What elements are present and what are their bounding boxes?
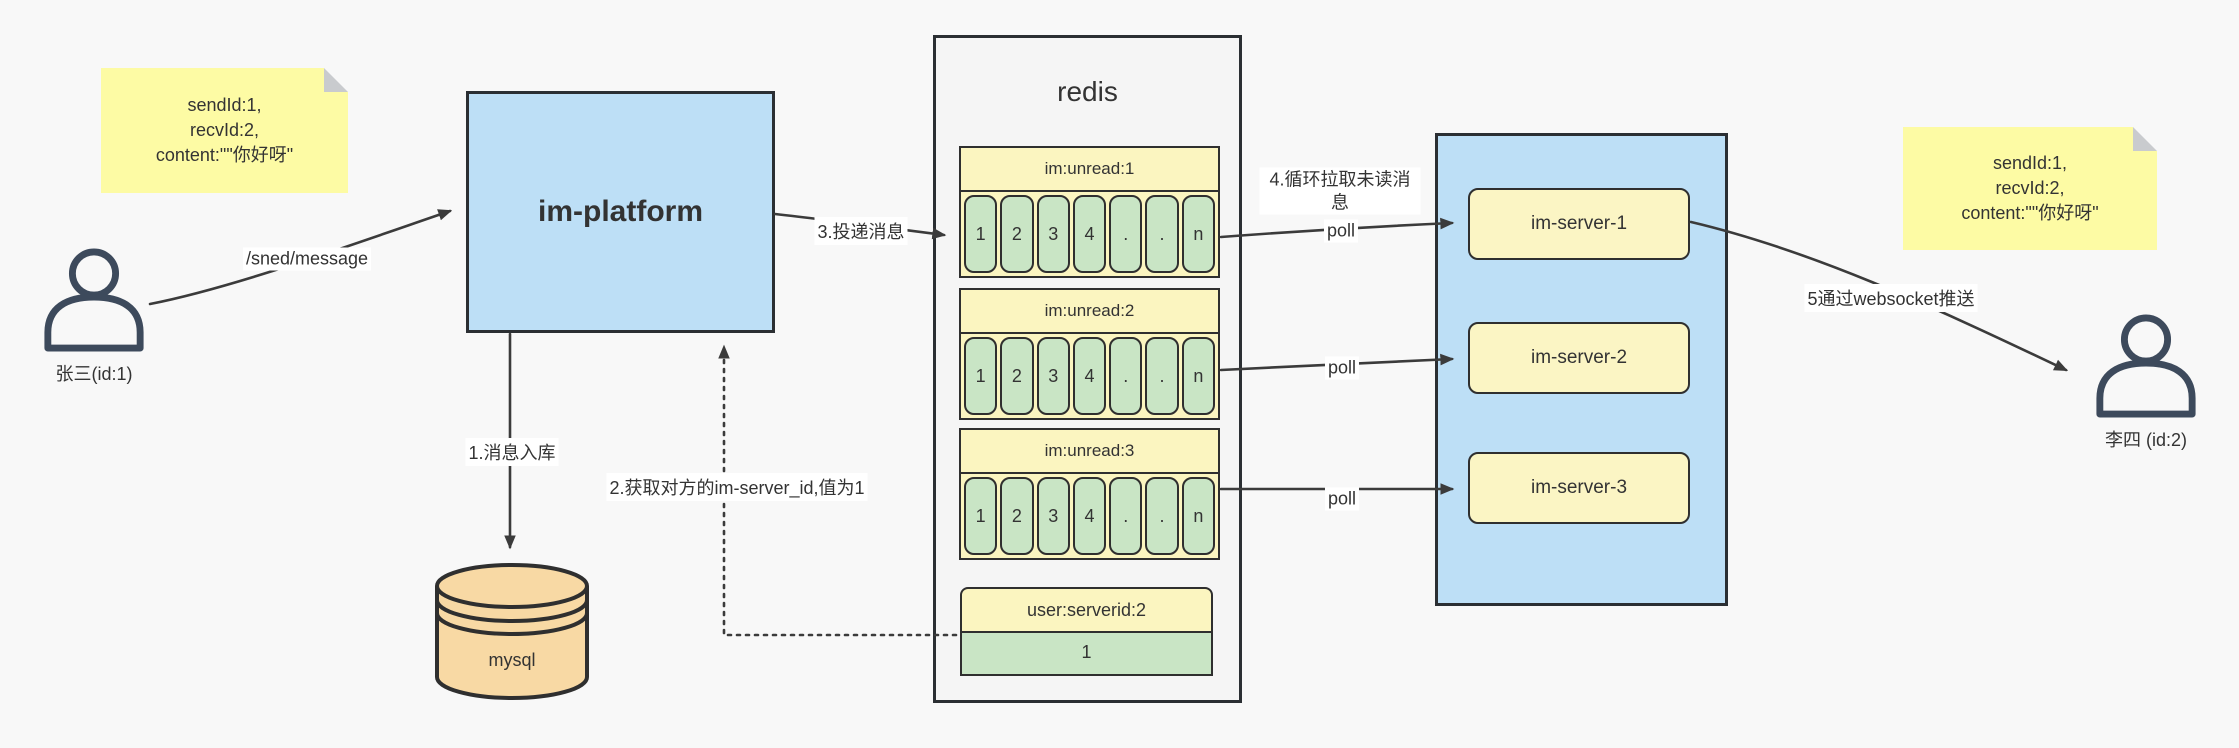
im-server-2-node: im-server-2 xyxy=(1468,322,1690,394)
sticky-note-right: sendId:1, recvId:2, content:""你好呀" xyxy=(1903,127,2157,250)
queue-cell: 2 xyxy=(1000,195,1034,273)
note-line: recvId:2, xyxy=(1995,177,2065,198)
unread-list-2: im:unread:2 1 2 3 4 . . n xyxy=(959,288,1220,420)
edge-label-step4: 4.循环拉取未读消息 xyxy=(1259,167,1421,215)
queue-cell: . xyxy=(1109,337,1143,415)
queue-cell: 4 xyxy=(1072,337,1107,415)
user-icon xyxy=(44,248,144,352)
note-line: content:""你好呀" xyxy=(1961,203,2099,224)
queue-cell: 4 xyxy=(1072,477,1107,555)
queue-cell: n xyxy=(1181,337,1215,415)
queue-cell: n xyxy=(1181,195,1215,273)
user-serverid-header: user:serverid:2 xyxy=(960,587,1213,633)
note-line: sendId:1, xyxy=(187,94,262,115)
unread-list-2-header: im:unread:2 xyxy=(961,290,1218,334)
unread-list-1: im:unread:1 1 2 3 4 . . n xyxy=(959,146,1220,278)
queue-cell: 1 xyxy=(964,337,998,415)
queue-cell: . xyxy=(1109,195,1143,273)
im-platform-label: im-platform xyxy=(538,195,703,228)
note-fold-icon xyxy=(2133,127,2157,151)
queue-cell: . xyxy=(1145,337,1179,415)
queue-cell: 4 xyxy=(1072,195,1107,273)
edge-label-send-message: /sned/message xyxy=(242,247,372,271)
im-server-3-label: im-server-3 xyxy=(1530,477,1628,498)
user-serverid-value: 1 xyxy=(960,633,1213,676)
queue-cell: 3 xyxy=(1036,337,1070,415)
unread-list-3-header: im:unread:3 xyxy=(961,430,1218,474)
queue-cell: . xyxy=(1109,477,1143,555)
queue-cell: 3 xyxy=(1036,477,1070,555)
edge-label-poll-1: poll xyxy=(1323,219,1359,243)
note-fold-icon xyxy=(324,68,348,92)
queue-cell: 1 xyxy=(964,195,998,273)
note-line: recvId:2, xyxy=(189,119,260,140)
queue-cell: 2 xyxy=(1000,337,1034,415)
queue-cell: 2 xyxy=(1000,477,1034,555)
unread-list-3: im:unread:3 1 2 3 4 . . n xyxy=(959,428,1220,560)
unread-list-1-cells: 1 2 3 4 . . n xyxy=(961,192,1218,276)
edge-label-poll-2: poll xyxy=(1324,356,1360,380)
unread-list-3-cells: 1 2 3 4 . . n xyxy=(961,474,1218,558)
queue-cell: n xyxy=(1181,477,1215,555)
im-server-cluster: im-server-1 im-server-2 im-server-3 xyxy=(1435,133,1728,606)
im-server-1-label: im-server-1 xyxy=(1530,213,1628,234)
note-line: content:""你好呀" xyxy=(155,145,294,166)
im-server-1-node: im-server-1 xyxy=(1468,188,1690,260)
unread-list-2-cells: 1 2 3 4 . . n xyxy=(961,334,1218,418)
queue-cell: 3 xyxy=(1036,195,1070,273)
actor-sender: 张三(id:1) xyxy=(38,246,150,386)
actor-receiver: 李四 (id:2) xyxy=(2088,312,2204,452)
redis-container: redis im:unread:1 1 2 3 4 . . n im:unrea… xyxy=(933,35,1242,703)
actor-sender-label: 张三(id:1) xyxy=(55,364,133,384)
edge-label-step5: 5通过websocket推送 xyxy=(1804,284,1978,312)
im-server-3-node: im-server-3 xyxy=(1468,452,1690,524)
edge-label-poll-3: poll xyxy=(1324,487,1360,511)
queue-cell: . xyxy=(1145,195,1179,273)
user-icon xyxy=(2096,314,2196,418)
actor-receiver-label: 李四 (id:2) xyxy=(2104,430,2187,450)
edge-label-step3: 3.投递消息 xyxy=(814,217,908,245)
sticky-note-left: sendId:1, recvId:2, content:""你好呀" xyxy=(101,68,348,193)
edge-label-step2: 2.获取对方的im-server_id,值为1 xyxy=(606,473,868,501)
mysql-database-icon xyxy=(435,563,589,700)
queue-cell: . xyxy=(1145,477,1179,555)
edge-label-step1: 1.消息入库 xyxy=(465,438,559,466)
im-server-2-label: im-server-2 xyxy=(1530,347,1628,368)
queue-cell: 1 xyxy=(964,477,998,555)
im-platform-node: im-platform xyxy=(466,91,775,333)
redis-title: redis xyxy=(1057,76,1118,107)
unread-list-1-header: im:unread:1 xyxy=(961,148,1218,192)
note-line: sendId:1, xyxy=(1992,152,2068,173)
user-serverid-mapping: user:serverid:2 1 xyxy=(960,587,1213,676)
mysql-label: mysql xyxy=(488,650,536,670)
